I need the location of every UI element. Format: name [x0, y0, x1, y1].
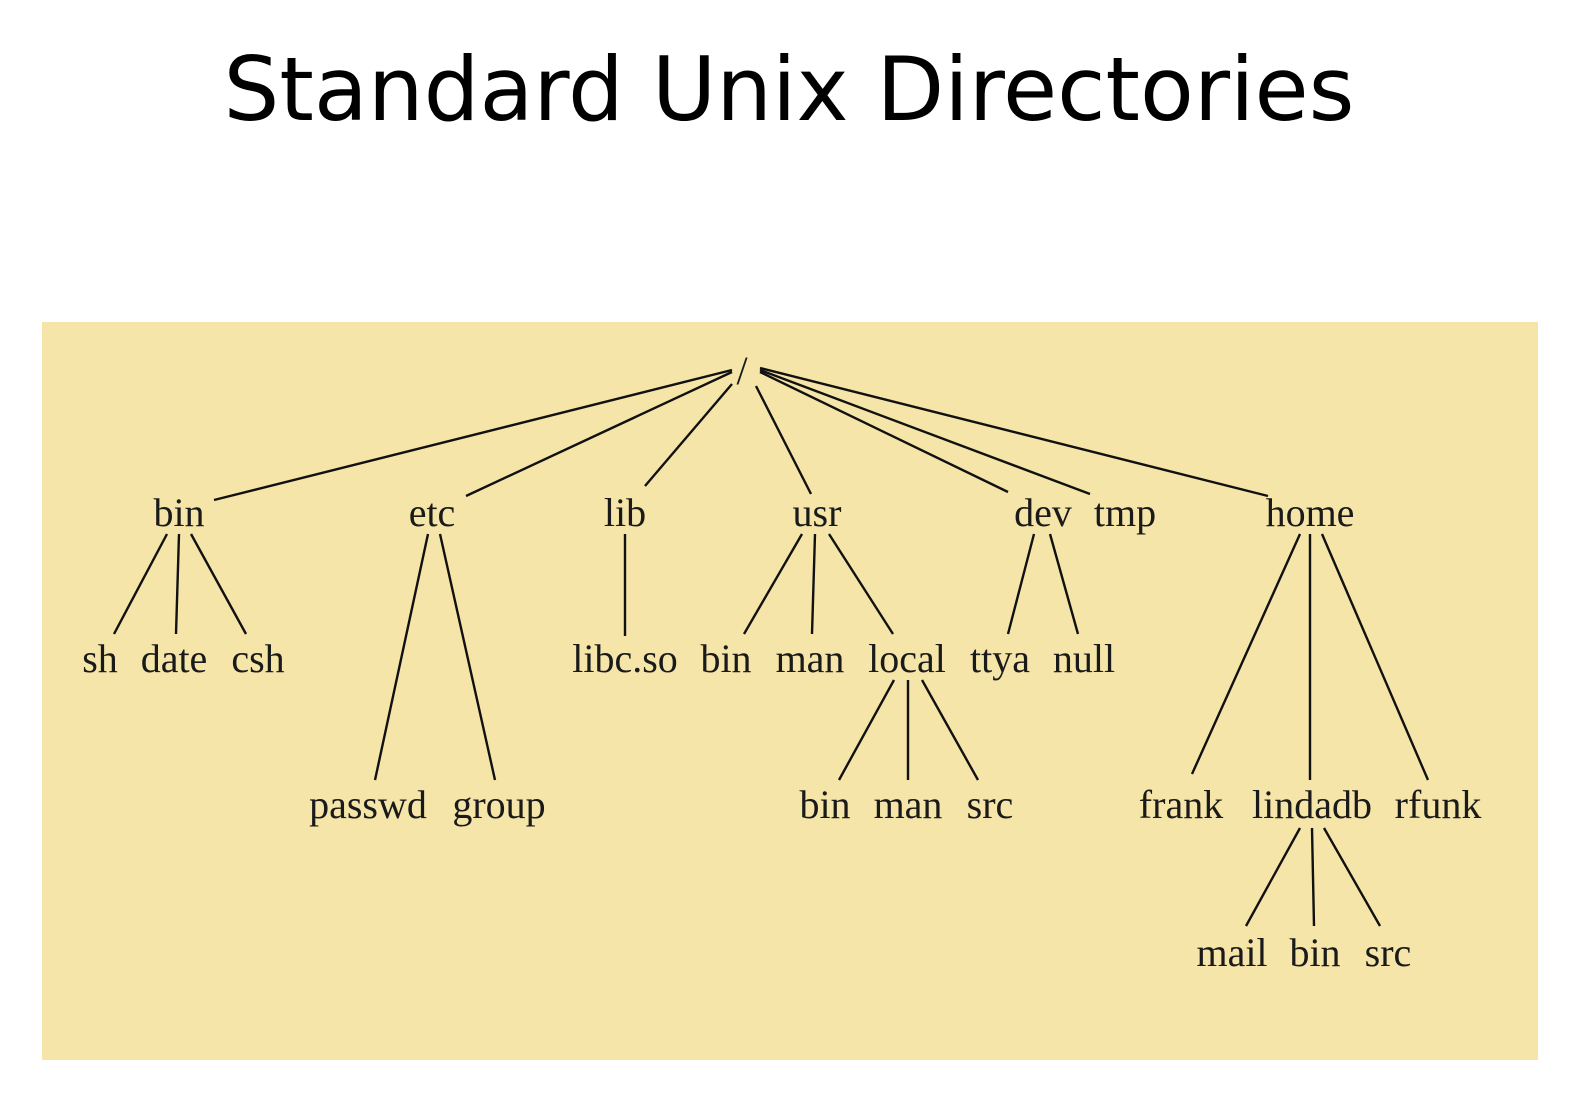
node-usr: usr: [793, 490, 842, 535]
node-local-src: src: [967, 782, 1014, 827]
edge-etc-to-passwd: [373, 533, 430, 781]
node-lindadb-bin: bin: [1289, 930, 1340, 975]
edge-bin-to-sh: [112, 533, 169, 635]
edge-root-to-etc: [465, 370, 733, 498]
node-usr-man: man: [776, 636, 845, 681]
node-tmp: tmp: [1094, 490, 1156, 535]
edge-home-to-rfunk: [1320, 533, 1430, 781]
tree-edges: [112, 366, 1430, 927]
edge-lindadb-to-lindadb-src: [1322, 827, 1382, 927]
edge-root-to-bin: [213, 368, 733, 502]
panel-background: [42, 322, 1538, 1060]
edge-home-to-frank: [1190, 533, 1302, 775]
edge-usr-to-usr-bin: [742, 533, 804, 635]
node-mail: mail: [1196, 930, 1267, 975]
node-dev: dev: [1014, 490, 1072, 535]
edge-bin-to-csh: [189, 533, 248, 635]
edge-lindadb-to-mail: [1244, 827, 1302, 927]
node-lib: lib: [604, 490, 646, 535]
edge-root-to-dev: [759, 370, 1009, 494]
node-ttya: ttya: [970, 636, 1030, 681]
node-local: local: [868, 636, 946, 681]
edge-root-to-lib: [644, 383, 733, 487]
node-local-bin: bin: [799, 782, 850, 827]
edge-dev-to-null: [1048, 533, 1080, 635]
node-frank: frank: [1139, 782, 1223, 827]
node-local-man: man: [874, 782, 943, 827]
edge-lindadb-to-lindadb-bin: [1310, 827, 1316, 927]
edge-root-to-tmp: [759, 368, 1091, 496]
edge-usr-to-usr-man: [810, 533, 817, 635]
node-sh: sh: [82, 636, 118, 681]
edge-root-to-usr: [754, 385, 813, 495]
slide-title: Standard Unix Directories: [223, 38, 1355, 141]
node-root: /: [736, 348, 748, 393]
node-etc: etc: [409, 490, 456, 535]
edge-bin-to-date: [174, 533, 181, 635]
node-bin: bin: [153, 490, 204, 535]
edge-usr-to-local: [827, 533, 895, 635]
node-null: null: [1053, 636, 1115, 681]
edge-etc-to-group: [438, 533, 497, 781]
edge-root-to-home: [759, 366, 1269, 498]
edge-local-to-local-bin: [837, 679, 896, 781]
node-passwd: passwd: [309, 782, 427, 827]
node-group: group: [452, 782, 545, 827]
node-rfunk: rfunk: [1395, 782, 1482, 827]
node-csh: csh: [231, 636, 284, 681]
node-libcso: libc.so: [572, 636, 678, 681]
node-usr-bin: bin: [700, 636, 751, 681]
node-lindadb-src: src: [1365, 930, 1412, 975]
node-date: date: [141, 636, 208, 681]
edge-dev-to-ttya: [1006, 533, 1036, 635]
edge-local-to-local-src: [920, 679, 980, 781]
node-lindadb: lindadb: [1252, 782, 1372, 827]
node-home: home: [1266, 490, 1355, 535]
